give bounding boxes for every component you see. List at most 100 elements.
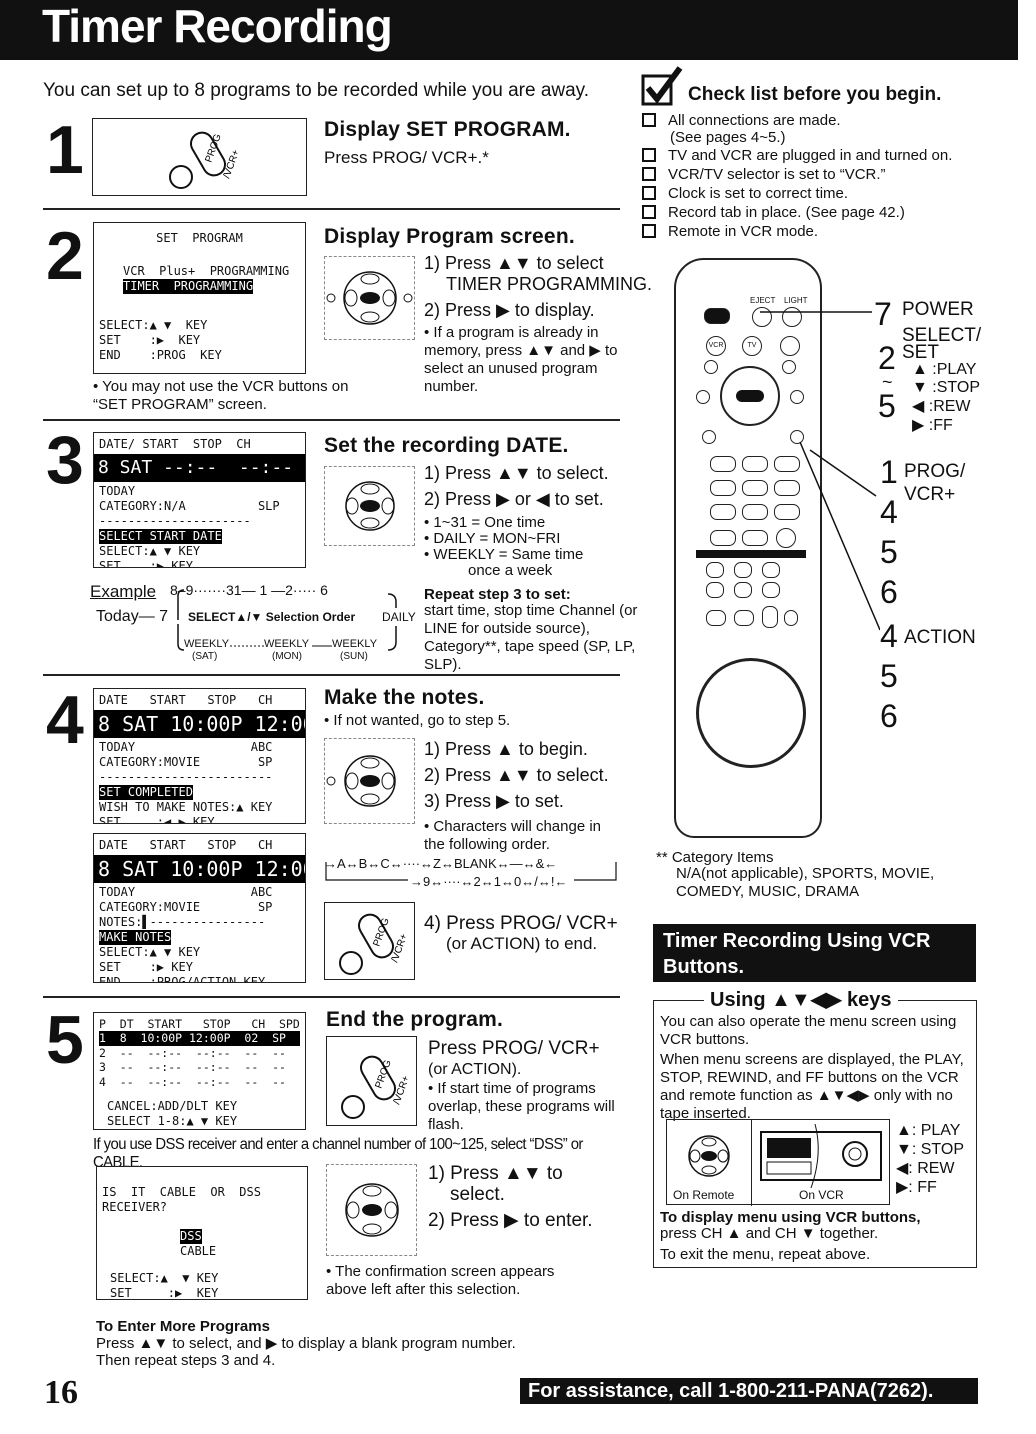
checklist-title: Check list before you begin. — [688, 84, 942, 105]
remote-step-4: 4 — [880, 618, 898, 654]
step-2-instr-1a: 1) Press ▲▼ to select — [424, 253, 604, 273]
example-label: Example — [90, 582, 157, 601]
step-3-title: Set the recording DATE. — [324, 434, 569, 457]
screen-line: SELECT:▲ ▼ KEY — [99, 945, 201, 959]
prog-vcr-icon: PROG /VCR+ — [339, 913, 410, 975]
step-4-instr-4b: (or ACTION) to end. — [446, 934, 598, 953]
today-text: TODAY — [99, 740, 136, 754]
bullet-text: DAILY = MON~FRI — [433, 530, 561, 547]
exit-text: To exit the menu, repeat above. — [660, 1246, 871, 1263]
dss-instr-2: 2) Press ▶ to enter. — [428, 1210, 593, 1231]
number-key — [742, 456, 768, 472]
screen-highlight: MAKE NOTES — [99, 930, 172, 945]
number-key — [774, 504, 800, 520]
number-key — [710, 530, 736, 546]
number-key — [774, 456, 800, 472]
select-key — [736, 390, 764, 402]
vcr-buttons-icon — [760, 1124, 882, 1188]
speed-text: SP — [257, 755, 273, 769]
prog-button-illustration: PROG /VCR+ — [92, 118, 307, 196]
screen-line: CABLE — [180, 1244, 217, 1258]
checklist-item: Record tab in place. (See page 42.) — [642, 203, 905, 222]
screen-dash: --------------------- — [99, 514, 251, 528]
display-text: press CH ▲ and CH ▼ together. — [660, 1225, 879, 1242]
screen-line: SELECT 1-8:▲ ▼ KEY — [107, 1113, 238, 1128]
number-key — [742, 480, 768, 496]
checklist-item: Remote in VCR mode. — [642, 222, 818, 241]
side-key — [782, 360, 796, 374]
dss-instr-1b: select. — [450, 1184, 505, 1205]
screen-line: RECEIVER? — [102, 1200, 168, 1214]
screen-head: DATE START STOP CH — [99, 838, 273, 852]
remote-keypad-illustration — [324, 466, 415, 546]
volume-key — [734, 610, 754, 626]
checklist-item: All connections are made. — [642, 111, 841, 130]
screen-big-row: 8 SAT --:-- --:-- -- — [94, 454, 305, 482]
screen-line: END :PROG/ACTION KEY — [99, 975, 266, 983]
repeat-title: Repeat step 3 to set: — [424, 586, 571, 603]
page-header: Timer Recording — [0, 0, 1018, 60]
example-weekly: WEEKLY — [332, 638, 378, 650]
checkbox-icon — [642, 224, 656, 238]
step-4-instr-1: 1) Press ▲ to begin. — [424, 739, 588, 759]
bullet-text: If a program is already in memory, press… — [424, 324, 618, 395]
remote-step-6: 6 — [880, 698, 898, 734]
checklist-text: Record tab in place. (See page 42.) — [668, 204, 905, 221]
checkbox-icon — [642, 148, 656, 162]
screen-highlight: DSS — [180, 1229, 202, 1244]
display-title: To display menu using VCR buttons, — [660, 1209, 921, 1226]
step-3-instr-2: 2) Press ▶ or ◀ to set. — [424, 489, 604, 509]
channel-key — [762, 606, 778, 628]
step-1-number: 1 — [46, 112, 84, 188]
remote-step-5: 5 — [880, 658, 898, 694]
more-title: To Enter More Programs — [96, 1318, 270, 1335]
remote-power-label: POWER — [902, 299, 974, 320]
divider — [43, 996, 620, 998]
function-key — [706, 562, 724, 578]
dss-key — [780, 336, 800, 356]
screen-title: SET PROGRAM — [156, 231, 243, 245]
prog-key — [790, 430, 804, 444]
category-text: CATEGORY:MOVIE — [99, 755, 201, 769]
step-4-sub: • If not wanted, go to step 5. — [324, 712, 511, 729]
keys-title: Using ▲▼◀▶ keys — [704, 987, 898, 1012]
prog-vcr-icon: PROG /VCR+ — [169, 131, 242, 189]
screen-line: WISH TO MAKE NOTES:▲ KEY — [99, 800, 273, 814]
side-key — [704, 360, 718, 374]
char-sequence-bracket — [325, 862, 617, 881]
key-play: ▲: PLAY — [896, 1122, 961, 1139]
key-rew: ◀: REW — [896, 1160, 955, 1177]
remote-keypad-illustration — [324, 256, 415, 340]
screen-line: SET :▶ KEY — [99, 960, 193, 974]
screen-line: VCR Plus+ PROGRAMMING — [123, 264, 290, 278]
program-list-screen: P DT START STOP CH SPD 1 8 10:00P 12:00P… — [93, 1012, 306, 1130]
action-key — [776, 528, 796, 548]
on-remote-label: On Remote — [673, 1188, 735, 1202]
label-strip — [696, 550, 806, 558]
arrow-keypad-icon — [326, 755, 396, 807]
number-key — [742, 530, 768, 546]
screen-big-row: 8 SAT 10:00P 12:00P 02 — [94, 710, 305, 738]
step-4-number: 4 — [46, 682, 84, 758]
vcr-key: VCR — [706, 336, 726, 356]
number-key — [710, 456, 736, 472]
intro-text: You can set up to 8 programs to be recor… — [43, 80, 590, 101]
divider — [43, 674, 620, 676]
step-2-note: • You may not use the VCR buttons on “SE… — [93, 378, 349, 413]
checklist-text: Remote in VCR mode. — [668, 223, 819, 240]
char-sequence-1: →A↔B↔C↔····↔Z↔BLANK↔—↔&← — [324, 856, 558, 871]
function-key — [706, 610, 726, 626]
screen-row: 4 -- --:-- --:-- -- -- — [99, 1074, 286, 1089]
remote-vcr-label: VCR+ — [904, 484, 956, 505]
step-3-instr-1: 1) Press ▲▼ to select. — [424, 463, 609, 483]
example-order: SELECT▲/▼ Selection Order — [188, 610, 356, 624]
remote-step-4: 4 — [880, 494, 898, 530]
screen-line: SELECT:▲ ▼ KEY — [110, 1271, 219, 1285]
function-key — [706, 582, 724, 598]
step-3-bullet-2: • DAILY = MON~FRI — [424, 530, 561, 547]
number-key — [774, 480, 800, 496]
page-number: 16 — [44, 1374, 78, 1411]
function-key — [734, 582, 752, 598]
screen-line: SET :▶ KEY — [99, 559, 193, 568]
remote-step-7: 7 — [874, 296, 892, 332]
